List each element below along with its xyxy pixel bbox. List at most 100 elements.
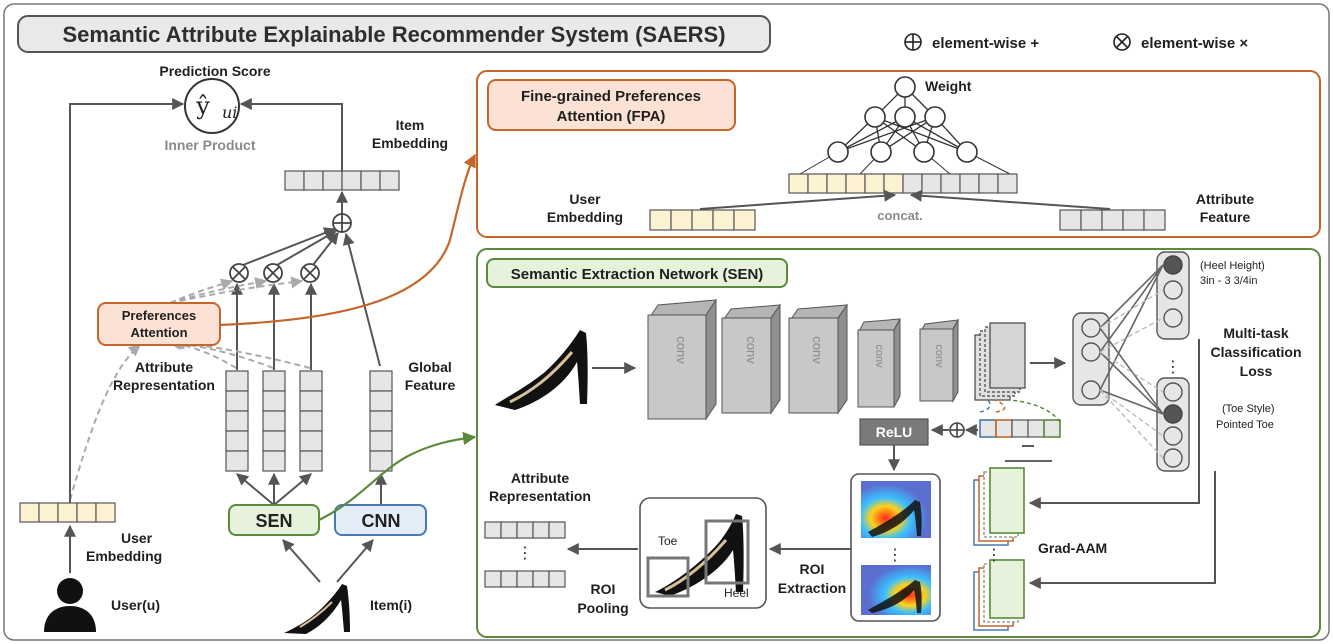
user-icon (44, 578, 96, 632)
heel-head-to-aam (1028, 339, 1200, 509)
item-to-prediction-arrow (239, 98, 343, 171)
attention-to-fpa-arrow (219, 153, 476, 327)
attribute-vector-2 (484, 570, 566, 588)
page-title: Semantic Attribute Explainable Recommend… (62, 22, 725, 47)
conv-block-4 (857, 318, 901, 408)
fpa-user-embedding-2: Embedding (547, 209, 623, 225)
fpa-title-2: Attention (FPA) (557, 108, 666, 125)
preferences-attention-label-2: Attention (130, 325, 187, 340)
fpa-user-embedding-1: User (569, 191, 601, 207)
conv-label-4: conv (873, 344, 885, 368)
relu-box: ReLU (859, 418, 929, 446)
toe-label: Toe (658, 534, 678, 548)
sen-to-panel-arrow (318, 431, 477, 521)
shoe-icon (284, 584, 350, 634)
conv-block-5 (919, 318, 959, 403)
user-embedding-label-2: Embedding (86, 548, 162, 564)
attribute-representation-label-1: Attribute (135, 359, 194, 375)
attribute-vector-1 (484, 521, 566, 539)
circle-times-node-3 (300, 263, 320, 283)
conv-label-3: conv (810, 336, 825, 364)
fc-to-heads-connections (1099, 264, 1164, 459)
conv-label-5: conv (933, 344, 945, 368)
roi-pooling-2: Pooling (577, 600, 628, 616)
heatmap-ellipsis: ⋮ (887, 547, 903, 564)
cnn-box: CNN (334, 504, 427, 536)
sen-to-col3 (273, 473, 312, 506)
times2-to-plus (276, 230, 338, 266)
heel-height-label-1: (Heel Height) (1200, 260, 1265, 272)
heel-label: Heel (724, 586, 749, 600)
global-feature-label-2: Feature (405, 377, 456, 393)
item-embedding-label-2: Embedding (372, 135, 448, 151)
heads-ellipsis: ⋮ (1165, 359, 1181, 376)
attn-dash-3 (169, 276, 304, 304)
weight-mlp (799, 76, 1011, 175)
conv-labels: conv conv conv conv conv (674, 336, 945, 368)
attn-dash-2 (169, 277, 268, 304)
grad-aam-stack-2 (973, 559, 1025, 631)
item-embedding-vector (284, 170, 400, 191)
legend: element-wise + element-wise × (904, 33, 1248, 52)
heatmap-panel: ⋮ (850, 473, 941, 622)
preferences-attention-box: Preferences Attention (97, 302, 221, 346)
item-to-sen (282, 539, 321, 583)
toe-style-label-1: (Toe Style) (1222, 403, 1275, 415)
y-hat-subscript: ui (222, 103, 237, 122)
fpa-title-box: Fine-grained Preferences Attention (FPA) (487, 79, 736, 131)
conv-block-1 (647, 298, 717, 421)
times1-to-plus (242, 227, 337, 266)
sen-label: SEN (255, 511, 292, 531)
multitask-label-2: Classification (1210, 344, 1301, 360)
attribute-vectors-ellipsis: ⋮ (517, 545, 533, 562)
legend-plus-label: element-wise + (932, 35, 1039, 52)
concat-vector (788, 173, 1018, 194)
fpa-attribute-feature-vector (1059, 209, 1166, 231)
user-to-prediction-arrow (69, 98, 185, 503)
multitask-label-3: Loss (1240, 363, 1273, 379)
roi-extraction-1: ROI (800, 561, 825, 577)
attribute-column-3 (299, 370, 323, 472)
legend-times-label: element-wise × (1141, 35, 1248, 52)
item-to-cnn (336, 539, 374, 583)
times3-to-plus (312, 232, 339, 266)
toe-style-label-2: Pointed Toe (1216, 419, 1274, 431)
attribute-column-1 (225, 370, 249, 472)
conv-label-1: conv (674, 336, 689, 364)
toe-head-to-aam (1028, 471, 1216, 589)
item-embedding-label-1: Item (396, 117, 425, 133)
relu-label: ReLU (876, 424, 913, 440)
attr-feat-to-concat (909, 189, 1111, 210)
sen-to-col1 (236, 473, 275, 506)
heel-roi (704, 519, 750, 585)
prediction-node (184, 78, 240, 134)
fpa-user-embedding-vector (649, 209, 756, 231)
feature-map-stack (974, 322, 1026, 401)
grad-aam-label: Grad-AAM (1038, 540, 1107, 556)
heel-height-head (1156, 251, 1190, 340)
roi-shoe-box (639, 497, 767, 609)
title-box: Semantic Attribute Explainable Recommend… (17, 15, 771, 53)
global-feature-column (369, 370, 393, 472)
sen-attribute-representation-1: Attribute (511, 470, 570, 486)
sen-attribute-representation-2: Representation (489, 488, 591, 504)
grad-aam-stack-1 (973, 467, 1025, 546)
input-shoe-image (495, 330, 588, 410)
global-feature-label-1: Global (408, 359, 452, 375)
user-label: User(u) (111, 597, 160, 613)
fpa-attribute-feature-1: Attribute (1196, 191, 1255, 207)
toe-style-head (1156, 377, 1190, 472)
conv-label-2: conv (744, 336, 759, 364)
user-emb-to-concat (699, 189, 897, 210)
gradient-plus-node (949, 422, 965, 438)
conv-block-2 (720, 303, 782, 415)
heel-height-label-2: 3in - 3 3/4in (1200, 275, 1257, 287)
cnn-label: CNN (362, 511, 401, 531)
user-embedding-vector (19, 502, 116, 523)
user-embedding-label-1: User (121, 530, 153, 546)
weight-label: Weight (925, 78, 972, 94)
inner-product-label: Inner Product (164, 137, 255, 153)
attn-dash-1 (169, 278, 234, 304)
